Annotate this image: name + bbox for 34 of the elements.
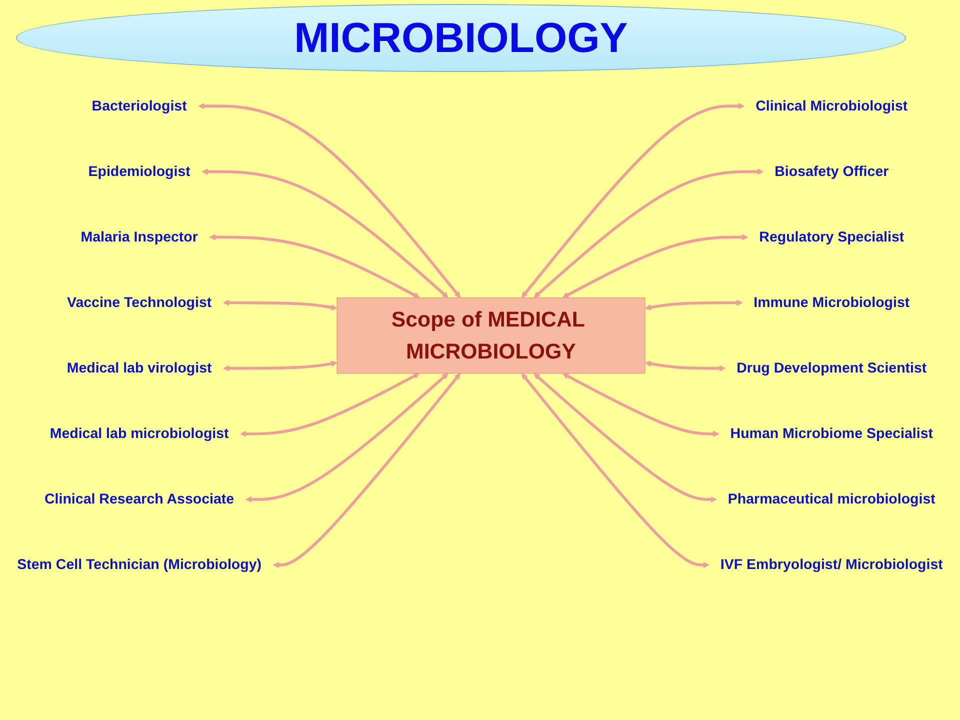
node-box: Scope of MEDICAL MICROBIOLOGY — [336, 297, 646, 374]
node-text: Clinical Microbiologist — [756, 98, 908, 114]
arrow — [644, 300, 743, 310]
node-text: Drug Development Scientist — [736, 360, 927, 376]
node-text: Regulatory Specialist — [759, 229, 904, 246]
arrow — [246, 373, 448, 503]
arrow — [562, 373, 720, 437]
arrow — [534, 168, 764, 298]
node-text: Biosafety Officer — [774, 164, 889, 180]
arrow — [272, 373, 461, 568]
arrow — [223, 300, 338, 310]
node-text: Pharmaceutical microbiologist — [728, 492, 936, 508]
node-text: Human Microbiome Specialist — [730, 426, 934, 442]
node-text: Epidemiologist — [88, 164, 190, 180]
node-text: IVF Embryologist/ Microbiologist — [720, 557, 943, 573]
arrow — [202, 168, 448, 298]
arrow — [644, 360, 726, 372]
node-text: Medical lab virologist — [66, 360, 212, 376]
node-text: Stem Cell Technician (Microbiology) — [17, 557, 262, 573]
node-text: Malaria Inspector — [80, 229, 198, 246]
arrow — [521, 102, 745, 298]
arrow — [209, 234, 420, 298]
arrow — [198, 102, 461, 298]
title: MICROBIOLOGY — [294, 17, 628, 59]
arrow — [521, 373, 710, 568]
arrow — [223, 360, 338, 372]
node-text: Bacteriologist — [92, 98, 187, 114]
arrow — [240, 373, 420, 437]
arrow — [534, 373, 717, 503]
arrow — [562, 234, 748, 298]
node-text: Vaccine Technologist — [66, 294, 212, 311]
node-text: Clinical Research Associate — [44, 492, 234, 508]
node-text: Immune Microbiologist — [754, 294, 910, 311]
node-text: Medical lab microbiologist — [50, 426, 229, 442]
